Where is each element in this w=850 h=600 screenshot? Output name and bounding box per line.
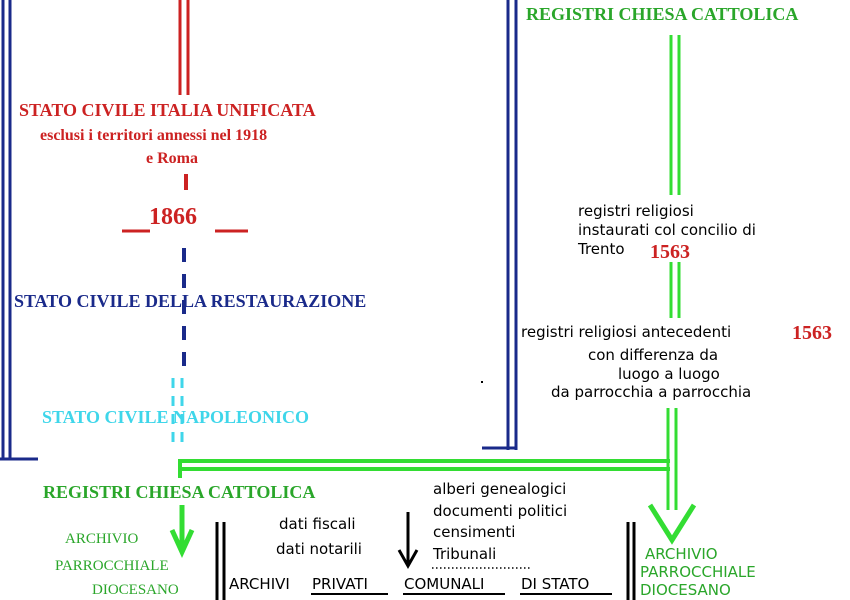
left-navy-double-line bbox=[0, 0, 38, 461]
roma-text: e Roma bbox=[146, 150, 198, 167]
differenza-line3: da parrocchia a parrocchia bbox=[551, 383, 752, 401]
cyan-dashed-line bbox=[171, 378, 184, 448]
stato-civile-restaurazione: STATO CIVILE DELLA RESTAURAZIONE bbox=[14, 291, 367, 311]
black-down-arrow bbox=[397, 512, 419, 570]
green-arrow-right bbox=[647, 503, 697, 545]
archivio-left-line3: DIOCESANO bbox=[92, 582, 179, 598]
dati-notarili: dati notarili bbox=[276, 540, 362, 558]
year-1563-a: 1563 bbox=[650, 241, 690, 263]
archivi-comunali: COMUNALI bbox=[404, 575, 485, 593]
differenza-line2: luogo a luogo bbox=[618, 365, 720, 383]
green-right-vertical bbox=[666, 35, 681, 510]
archivi-label: ARCHIVI bbox=[229, 575, 290, 593]
reg-religiosi-line3: Trento bbox=[578, 240, 625, 258]
archivio-right-line1: ARCHIVIO bbox=[645, 545, 718, 563]
censimenti: censimenti bbox=[433, 523, 516, 541]
archivi-privati: PRIVATI bbox=[312, 575, 368, 593]
green-arrow-left bbox=[169, 505, 195, 559]
black-separators bbox=[215, 522, 636, 600]
archivio-left-line1: ARCHIVIO bbox=[65, 531, 139, 547]
archivi-di-stato: DI STATO bbox=[521, 575, 590, 593]
archivio-right-line2: PARROCCHIALE bbox=[640, 563, 756, 581]
archivio-left-line2: PARROCCHIALE bbox=[55, 558, 169, 574]
stato-civile-italia-title: STATO CIVILE ITALIA UNIFICATA bbox=[19, 100, 316, 120]
archivio-right-line3: DIOCESANO bbox=[640, 581, 731, 599]
dati-fiscali: dati fiscali bbox=[279, 515, 356, 533]
esclusi-text: esclusi i territori annessi nel 1918 bbox=[40, 127, 268, 144]
alberi-genealogici: alberi genealogici bbox=[433, 480, 567, 498]
antecedenti-text: registri religiosi antecedenti bbox=[521, 323, 732, 341]
stato-civile-napoleonico: STATO CIVILE NAPOLEONICO bbox=[42, 407, 310, 427]
registri-chiesa-left: REGISTRI CHIESA CATTOLICA bbox=[43, 482, 316, 502]
stray-dot bbox=[481, 381, 483, 383]
red-double-line bbox=[178, 0, 190, 95]
green-horizontal-connector bbox=[178, 459, 670, 478]
year-1866: 1866 bbox=[149, 204, 197, 230]
right-navy-double-line bbox=[482, 0, 518, 450]
year-1563-b: 1563 bbox=[792, 322, 832, 344]
reg-religiosi-line1: registri religiosi bbox=[578, 202, 694, 220]
registri-chiesa-top: REGISTRI CHIESA CATTOLICA bbox=[526, 4, 799, 24]
documenti-politici: documenti politici bbox=[433, 502, 568, 520]
reg-religiosi-line2: instaurati col concilio di bbox=[578, 221, 756, 239]
differenza-line1: con differenza da bbox=[588, 346, 719, 364]
tribunali: Tribunali bbox=[433, 545, 497, 563]
